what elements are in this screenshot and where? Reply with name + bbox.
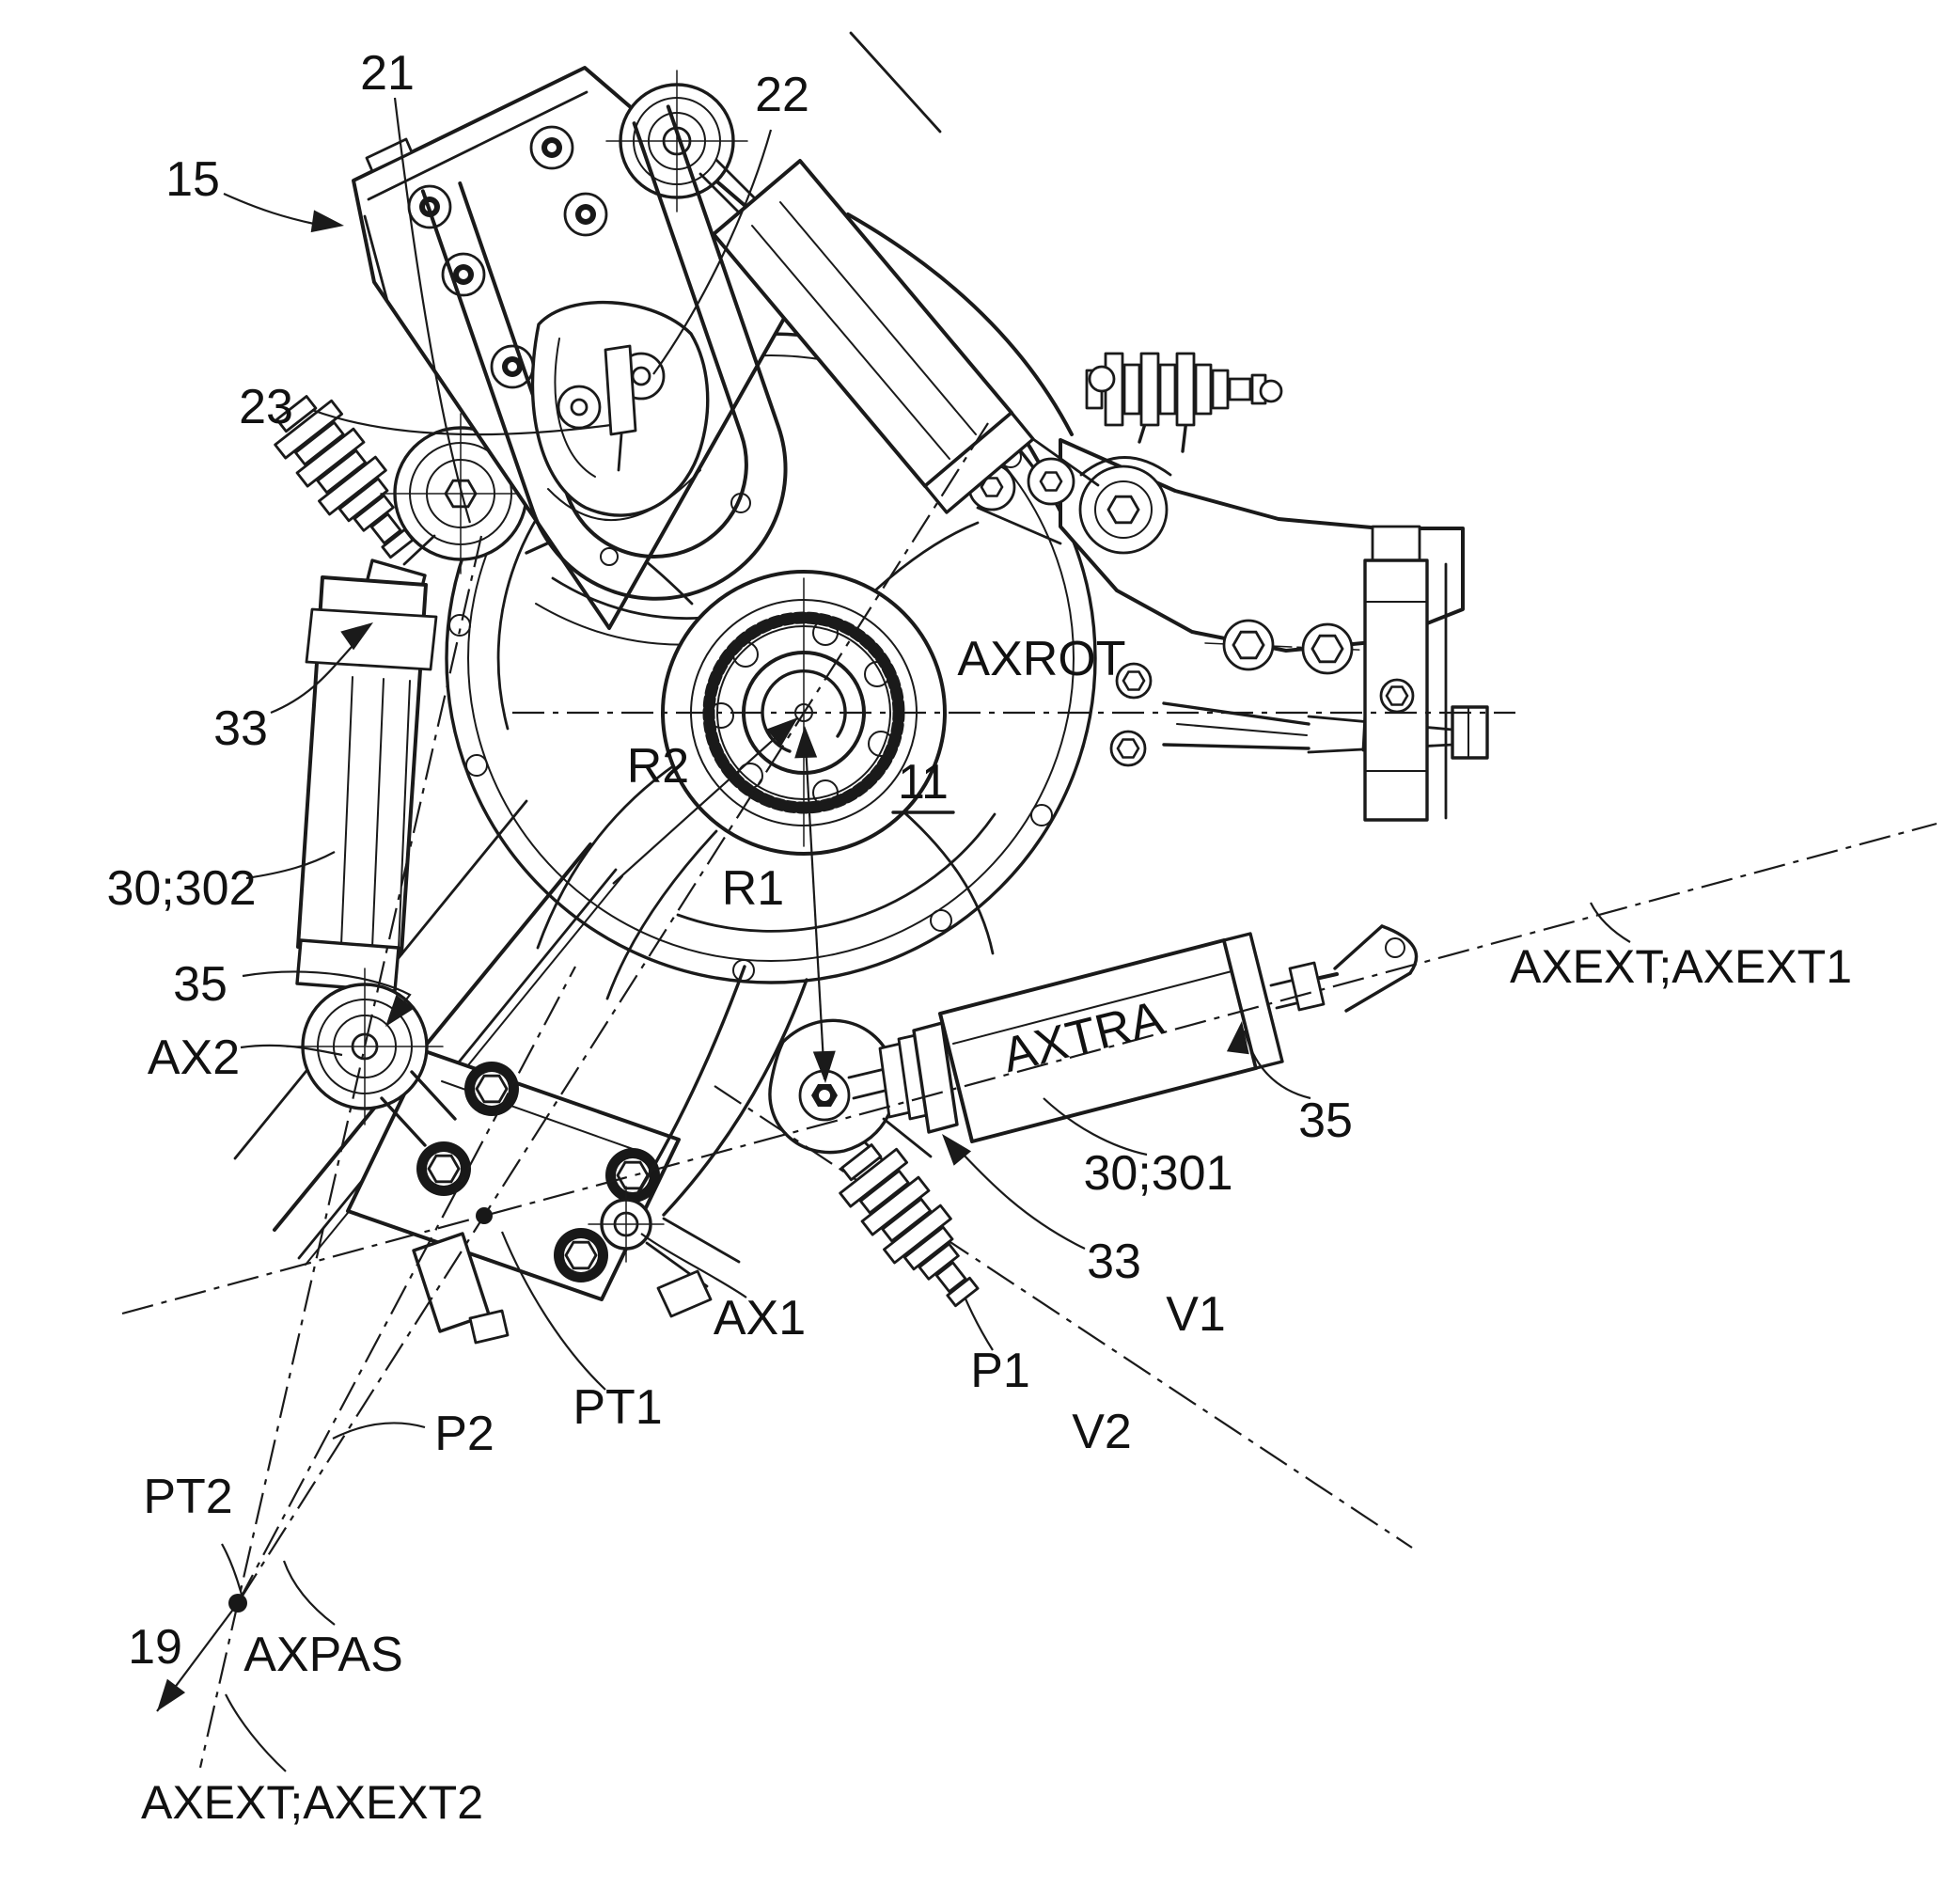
- grip-bolt: [554, 1228, 608, 1282]
- plate-hole: [563, 192, 608, 237]
- bracket-bolt: [1301, 622, 1354, 675]
- leader-axext1: [1590, 902, 1631, 943]
- axext2-line: [198, 535, 483, 1769]
- label-axrot: AXROT: [957, 632, 1125, 686]
- hub-c-ring: [761, 669, 847, 753]
- leader-pt2: [221, 1543, 243, 1596]
- label-11: 11: [898, 755, 949, 810]
- label-p1: P1: [970, 1344, 1030, 1398]
- leader-22: [652, 129, 773, 375]
- bracket-bolt: [1027, 457, 1075, 506]
- leader-axpas: [282, 1560, 336, 1626]
- label-v1: V1: [1166, 1287, 1226, 1342]
- label-35-left: 35: [173, 957, 228, 1012]
- top-right-laminated-coupling: [1085, 352, 1267, 427]
- point-pt1: [476, 1207, 493, 1224]
- lower-blade-arm: [233, 799, 681, 1345]
- leaders-and-arrows: [148, 97, 1631, 1772]
- leader-23: [311, 408, 612, 436]
- bracket-bolt: [1109, 730, 1147, 767]
- label-30-301: 30;301: [1083, 1146, 1232, 1201]
- leader-21: [393, 97, 472, 524]
- label-33-right: 33: [1087, 1235, 1141, 1289]
- plate-hole: [441, 252, 486, 297]
- axpas-line: [237, 422, 989, 1604]
- plate-hole: [490, 344, 535, 389]
- leader-axext2: [225, 1693, 287, 1772]
- leader-pt1: [500, 1231, 606, 1391]
- lower-link-ax1: [588, 965, 808, 1318]
- actuator-30-301: [768, 924, 1419, 1177]
- plate-hole: [529, 125, 574, 170]
- label-pt2: PT2: [143, 1470, 232, 1524]
- axtra-left-cap: [912, 1021, 959, 1134]
- grip-bolt: [416, 1141, 471, 1196]
- leader-p2: [332, 1422, 426, 1440]
- label-pt1: PT1: [573, 1380, 662, 1435]
- leader-30-302: [245, 851, 336, 880]
- p2-line: [237, 966, 576, 1604]
- label-23: 23: [239, 380, 293, 434]
- label-15: 15: [165, 152, 220, 207]
- right-support-bracket: [810, 212, 1489, 822]
- leader-15: [223, 192, 315, 226]
- label-axpas: AXPAS: [243, 1628, 403, 1682]
- bracket-bolt: [1222, 619, 1275, 671]
- leader-35-right: [1243, 1030, 1311, 1100]
- label-22: 22: [755, 68, 809, 122]
- leader-33-left: [270, 635, 362, 715]
- label-axext1: AXEXT;AXEXT1: [1510, 940, 1852, 993]
- top-actuator: [698, 158, 1100, 545]
- leader-ax1: [640, 1233, 747, 1298]
- axtra-left-eye-housing: [768, 1018, 897, 1155]
- mount-bolt: [1379, 678, 1415, 714]
- leader-30-301: [1043, 1097, 1148, 1157]
- yoke-fitting: [530, 300, 824, 646]
- yoke-23: [420, 104, 788, 601]
- top-actuator-cap: [923, 411, 1035, 514]
- label-r2: R2: [627, 739, 689, 794]
- point-pt2: [228, 1594, 247, 1613]
- leader-ax2: [240, 1044, 343, 1057]
- label-33-left: 33: [213, 701, 268, 756]
- label-r1: R1: [722, 861, 784, 916]
- bracket-bolt: [1115, 662, 1153, 700]
- label-ax2: AX2: [148, 1031, 240, 1085]
- label-21: 21: [360, 46, 415, 101]
- axext1-line: [121, 822, 1938, 1315]
- axtra-right-cap: [1222, 932, 1284, 1070]
- label-axext2: AXEXT;AXEXT2: [141, 1776, 483, 1829]
- label-ax1: AX1: [714, 1291, 806, 1345]
- centerlines: [121, 422, 1938, 1769]
- label-v2: V2: [1072, 1405, 1132, 1459]
- r1-arrow: [803, 728, 826, 1080]
- label-p2: P2: [434, 1407, 494, 1461]
- leader-33-right: [949, 1139, 1086, 1250]
- grip-bolt: [605, 1148, 660, 1203]
- v1-v2-line: [714, 1085, 1413, 1549]
- r2-arrow: [612, 716, 799, 885]
- label-30-302: 30;302: [106, 861, 256, 916]
- bracket-pivot-eye: [1078, 464, 1169, 555]
- label-35-right: 35: [1298, 1094, 1353, 1148]
- label-19: 19: [128, 1620, 182, 1675]
- shaft-end-clevis: [1451, 705, 1489, 760]
- grip-bolt: [464, 1062, 519, 1116]
